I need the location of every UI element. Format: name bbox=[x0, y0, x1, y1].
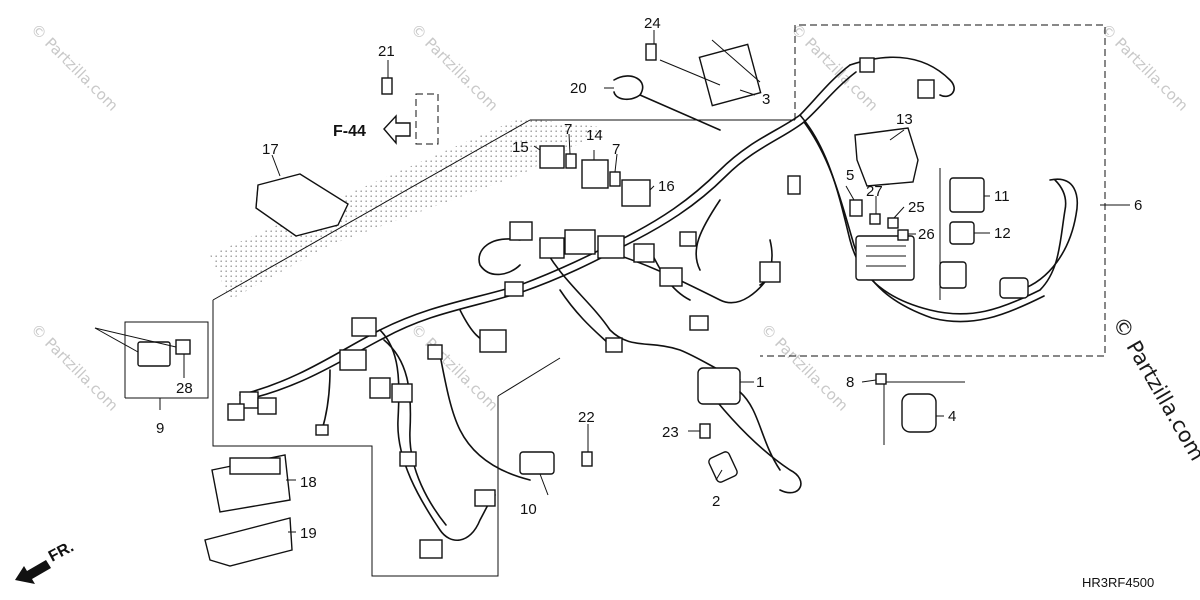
part-11 bbox=[949, 177, 985, 213]
callout-9: 9 bbox=[156, 420, 164, 437]
callout-12: 12 bbox=[994, 225, 1011, 242]
callout-16: 16 bbox=[658, 178, 675, 195]
callout-20: 20 bbox=[570, 80, 587, 97]
part-28 bbox=[175, 339, 191, 355]
harness-connectors bbox=[227, 57, 935, 559]
callout-6: 6 bbox=[1134, 197, 1142, 214]
diagram-code: HR3RF4500 bbox=[1082, 575, 1154, 590]
part-16 bbox=[621, 179, 651, 207]
watermarks: © Partzilla.com © Partzilla.com © Partzi… bbox=[27, 20, 1192, 415]
part-21 bbox=[381, 77, 393, 95]
callout-11: 11 bbox=[994, 188, 1010, 205]
callout-15: 15 bbox=[512, 139, 529, 156]
part-3 bbox=[698, 43, 762, 107]
shaded-region bbox=[210, 118, 610, 300]
callout-4: 4 bbox=[948, 408, 956, 425]
part-14 bbox=[581, 159, 609, 189]
part-2 bbox=[708, 451, 738, 483]
watermark: © Partzilla.com bbox=[27, 20, 122, 115]
front-label: FR. bbox=[46, 538, 77, 565]
part-19 bbox=[204, 517, 293, 567]
callout-26: 26 bbox=[918, 226, 935, 243]
side-watermark: © Partzilla.com bbox=[1108, 313, 1200, 465]
callout-13: 13 bbox=[896, 111, 913, 128]
part-ecu-17 bbox=[255, 173, 349, 237]
watermark: © Partzilla.com bbox=[757, 320, 852, 415]
callout-1: 1 bbox=[756, 374, 764, 391]
part-22 bbox=[581, 451, 593, 467]
callout-25: 25 bbox=[908, 199, 925, 216]
part-7a bbox=[565, 153, 577, 169]
callout-27: 27 bbox=[866, 183, 883, 200]
part-18 bbox=[211, 454, 291, 513]
callout-24: 24 bbox=[644, 15, 661, 32]
callout-17: 17 bbox=[262, 141, 279, 158]
callout-3: 3 bbox=[762, 91, 770, 108]
part-15 bbox=[539, 145, 565, 169]
part-25 bbox=[887, 217, 899, 229]
part-10 bbox=[519, 451, 555, 475]
callout-19: 19 bbox=[300, 525, 317, 542]
ref-label: F-44 bbox=[333, 123, 366, 140]
callout-23: 23 bbox=[662, 424, 679, 441]
front-arrow-icon bbox=[15, 560, 51, 584]
callout-10: 10 bbox=[520, 501, 537, 518]
part-26 bbox=[897, 229, 909, 241]
callout-8: 8 bbox=[846, 374, 854, 391]
assembly-frames bbox=[124, 24, 1112, 577]
callout-7b: 7 bbox=[612, 141, 620, 158]
callout-18: 18 bbox=[300, 474, 317, 491]
part-6-cable bbox=[939, 178, 1079, 299]
part-27 bbox=[869, 213, 881, 225]
watermark: © Partzilla.com bbox=[27, 320, 122, 415]
callout-5: 5 bbox=[846, 167, 854, 184]
part-12 bbox=[949, 221, 975, 245]
front-direction-indicator: FR. bbox=[15, 538, 77, 584]
part-5 bbox=[849, 199, 863, 217]
callout-21: 21 bbox=[378, 43, 395, 60]
part-23 bbox=[699, 423, 711, 439]
part-20 bbox=[613, 75, 721, 131]
part-9 bbox=[137, 341, 171, 367]
ref-f44: F-44 bbox=[333, 93, 439, 145]
part-7b bbox=[609, 171, 621, 187]
callout-2: 2 bbox=[712, 493, 720, 510]
callout-22: 22 bbox=[578, 409, 595, 426]
callout-14: 14 bbox=[586, 127, 603, 144]
part-13 bbox=[854, 127, 919, 187]
callout-7a: 7 bbox=[564, 121, 572, 138]
part-24 bbox=[645, 43, 657, 61]
watermark: © Partzilla.com bbox=[407, 20, 502, 115]
callouts: 1 2 3 4 5 6 7 7 8 9 10 11 12 13 14 15 16… bbox=[156, 15, 1142, 542]
leader-lines bbox=[94, 30, 1130, 533]
part-fusebox bbox=[855, 235, 915, 281]
callout-28: 28 bbox=[176, 380, 193, 397]
part-4 bbox=[901, 393, 937, 433]
part-8 bbox=[875, 373, 887, 385]
watermark: © Partzilla.com bbox=[1097, 20, 1192, 115]
part-1 bbox=[697, 367, 781, 471]
